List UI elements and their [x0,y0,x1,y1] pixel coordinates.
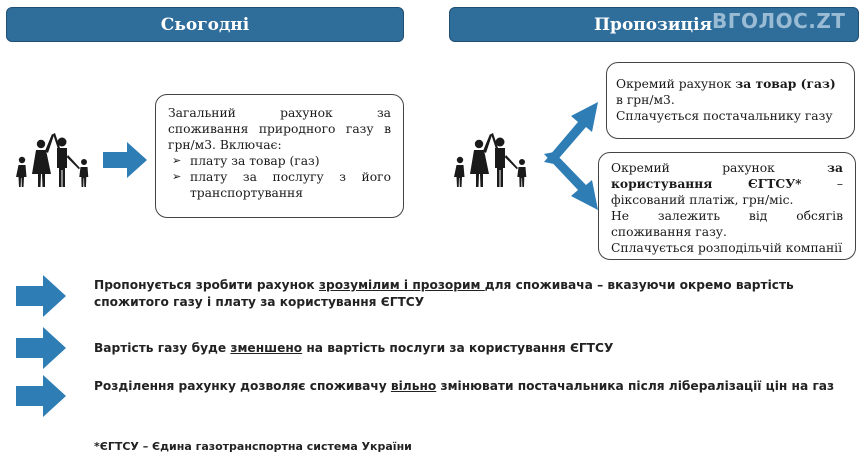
proposal-gas-payee: Сплачується постачальнику газу [616,109,833,123]
header-today-label: Сьогодні [160,14,250,35]
statement-post: змінювати постачальника після лібераліза… [436,379,835,393]
proposal-gas-bold: за товар (газ) [735,76,836,91]
statement-pre: Пропонується зробити рахунок [94,278,319,292]
split-arrow-icon [544,102,598,210]
statement-price-reduction: Вартість газу буде зменшено на вартість … [94,340,854,357]
statement-pre: Вартість газу буде [94,341,231,355]
proposal-gas-box: Окремий рахунок за товар (газ) в грн/м3.… [606,62,855,139]
bullet-arrow-icon: ➢ [172,154,182,167]
header-proposal-label: Пропозиція [594,14,713,35]
proposal-gts-post: – фіксований платіж, грн/міс. [611,177,843,207]
statement-emphasis: зрозумілим і прозорим [318,278,485,292]
statement-post: для споживача – вказуючи окремо вартість… [94,278,794,309]
statement-emphasis: зменшено [230,341,303,355]
today-item-label: плату за послугу з його транспортування [190,170,391,200]
header-proposal: Пропозиція [449,7,859,42]
arrow-right-icon [16,275,66,317]
today-intro: Загальний рахунок за споживання природно… [168,106,391,152]
header-today: Сьогодні [6,7,404,42]
today-item-label: плату за товар (газ) [190,154,320,168]
proposal-gts-text: Окремий рахунок за користування ЄГТСУ* –… [611,160,843,208]
statement-post: на вартість послуги за користування ЄГТС… [302,341,614,355]
family-icon [16,133,89,187]
proposal-gts-box: Окремий рахунок за користування ЄГТСУ* –… [598,152,856,260]
today-bill-box: Загальний рахунок за споживання природно… [155,94,404,218]
statement-transparency: Пропонується зробити рахунок зрозумілим … [94,277,854,311]
statement-emphasis: вільно [390,379,437,393]
watermark-logo: ВГОЛОС.ZT [712,9,846,33]
proposal-gas-pre: Окремий рахунок [616,77,736,91]
arrow-right-icon [16,327,66,369]
arrow-right-icon [16,375,66,417]
proposal-gts-payee: Сплачується розподільчій компанії [611,241,843,255]
proposal-gts-pre: Окремий рахунок [611,161,828,175]
statement-supplier-switch: Розділення рахунку дозволяє споживачу ві… [94,378,854,395]
list-item: ➢ плату за послугу з його транспортування [168,169,391,201]
list-item: ➢ плату за товар (газ) [168,153,391,169]
proposal-gts-bold: за користування ЄГТСУ* [611,160,843,191]
proposal-gts-independence: Не залежить від обсягів споживання газу. [611,209,843,239]
bullet-arrow-icon: ➢ [172,170,182,183]
footnote: *ЄГТСУ – Єдина газотранспортна система У… [94,440,412,453]
proposal-gas-text: Окремий рахунок за товар (газ) в грн/м3. [616,76,845,108]
proposal-gas-post: в грн/м3. [616,93,675,107]
arrow-right-icon [103,142,147,178]
statement-pre: Розділення рахунку дозволяє споживачу [94,379,391,393]
today-items: ➢ плату за товар (газ) ➢ плату за послугу … [168,153,391,201]
family-icon [454,133,527,187]
